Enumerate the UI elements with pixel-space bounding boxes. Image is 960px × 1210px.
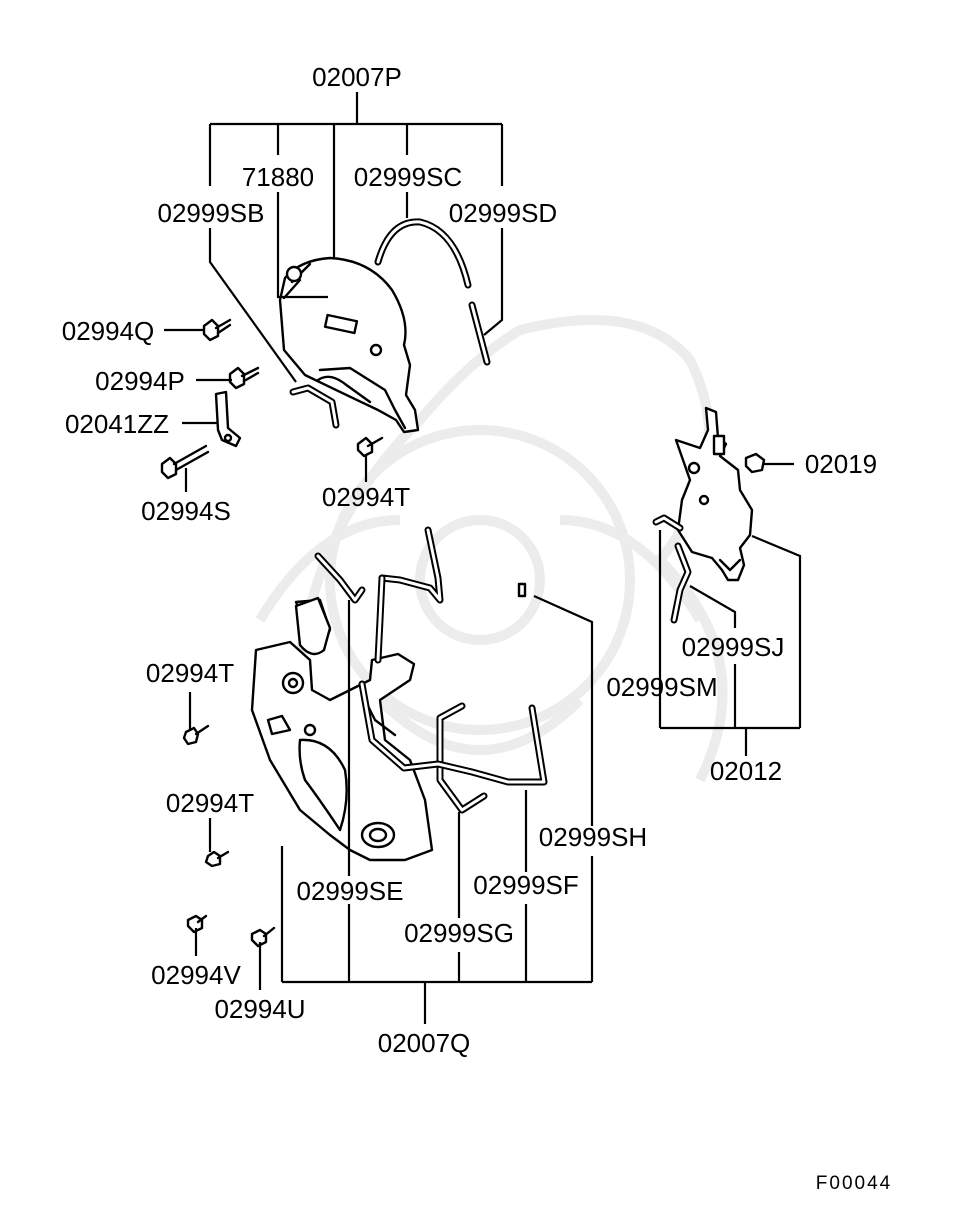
label-02999SC: 02999SC (354, 162, 462, 192)
label-02994T-top: 02994T (322, 482, 410, 512)
label-02994T-mid: 02994T (146, 658, 234, 688)
bolt-02994S (160, 444, 210, 480)
label-02999SH: 02999SH (539, 822, 647, 852)
upper-timing-cover (278, 256, 420, 434)
label-02994P: 02994P (95, 366, 185, 396)
seal-02999SB (289, 384, 340, 429)
label-02994S: 02994S (141, 496, 231, 526)
seal-02999SC (374, 218, 472, 289)
seal-02999SE (314, 552, 366, 604)
seal-02999SF (374, 526, 444, 664)
bracket-02041ZZ (214, 390, 242, 448)
seal-02999SD (468, 301, 491, 366)
label-02999SG: 02999SG (404, 918, 514, 948)
seal-02999SG (436, 702, 488, 814)
label-02999SB: 02999SB (158, 198, 265, 228)
seal-02999SJ (670, 542, 692, 624)
bolt-02994T-mid (182, 724, 210, 746)
bolt-02994T-top (356, 436, 384, 458)
label-02994V: 02994V (151, 960, 241, 990)
bolt-02994U (250, 926, 276, 948)
label-02012: 02012 (710, 756, 782, 786)
lower-timing-cover (250, 596, 434, 862)
seal-02999SH (358, 582, 548, 786)
label-02994U: 02994U (214, 994, 305, 1024)
seal-02999SM (652, 514, 684, 532)
bolt-02994V (186, 914, 208, 934)
label-02999SE: 02999SE (297, 876, 404, 906)
label-71880: 71880 (242, 162, 314, 192)
watermark-emblem (255, 315, 728, 783)
bolt-02994T-low (204, 850, 230, 868)
label-02999SF: 02999SF (473, 870, 579, 900)
bolt-02994Q (202, 318, 232, 342)
figure-code: F00044 (816, 1173, 892, 1194)
label-02041ZZ: 02041ZZ (65, 409, 169, 439)
label-02999SJ: 02999SJ (682, 632, 785, 662)
label-02007Q: 02007Q (378, 1028, 471, 1058)
label-02994T-low: 02994T (166, 788, 254, 818)
label-02999SD: 02999SD (449, 198, 557, 228)
label-02007P: 02007P (312, 62, 402, 92)
bolt-02994P (228, 366, 260, 390)
label-02999SM: 02999SM (606, 672, 717, 702)
label-02019: 02019 (805, 449, 877, 479)
label-02994Q: 02994Q (62, 316, 155, 346)
back-plate-02012 (674, 406, 754, 582)
leader-lines (164, 92, 802, 1024)
part-labels: 02007P 71880 02999SC 02999SB 02999SD 029… (62, 62, 892, 1194)
nut-02019 (744, 452, 766, 474)
